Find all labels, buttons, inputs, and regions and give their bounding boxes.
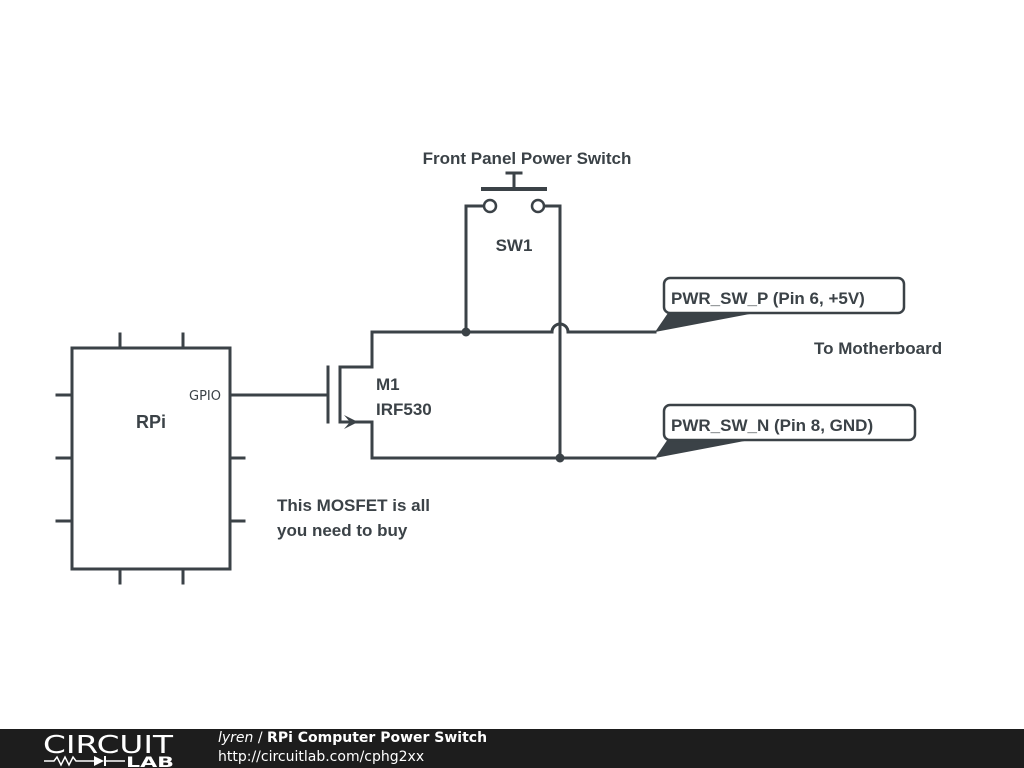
note-line-2: you need to buy bbox=[277, 521, 408, 540]
junction-dot-top bbox=[461, 327, 471, 337]
net-pwr-sw-p-wire bbox=[370, 322, 657, 334]
diode-icon bbox=[94, 756, 104, 766]
circuitlab-logo[interactable]: CIRCUIT LAB bbox=[42, 731, 177, 767]
gpio-pin-label: GPIO bbox=[189, 389, 221, 404]
net-label-p-pointer bbox=[655, 313, 755, 332]
net-label-n-text: PWR_SW_N (Pin 8, GND) bbox=[671, 416, 873, 435]
logo-text-bottom: LAB bbox=[126, 755, 174, 767]
rpi-block[interactable]: RPi GPIO bbox=[55, 332, 246, 585]
net-label-pwr-sw-p[interactable]: PWR_SW_P (Pin 6, +5V) bbox=[655, 276, 906, 332]
net-label-p-text: PWR_SW_P (Pin 6, +5V) bbox=[671, 289, 865, 308]
switch-sw1[interactable]: SW1 bbox=[464, 171, 562, 460]
schematic-canvas: RPi GPIO M1 IRF530 SW1 Front Panel Power… bbox=[55, 149, 942, 585]
net-label-p-box bbox=[662, 276, 906, 315]
resistor-icon bbox=[44, 755, 94, 767]
to-motherboard-annotation: To Motherboard bbox=[814, 339, 942, 358]
circuit-title: RPi Computer Power Switch bbox=[267, 730, 488, 746]
logo-text-top: CIRCUIT bbox=[43, 731, 174, 759]
switch-ref: SW1 bbox=[496, 236, 533, 255]
junction-dot-bottom bbox=[555, 453, 565, 463]
mosfet-m1[interactable]: M1 IRF530 bbox=[326, 330, 432, 460]
mosfet-arrow-icon bbox=[344, 415, 358, 429]
rpi-body bbox=[70, 346, 232, 571]
switch-contact-right-icon bbox=[530, 198, 546, 214]
mosfet-channel bbox=[338, 330, 374, 460]
rpi-label: RPi bbox=[136, 412, 166, 432]
net-label-n-pointer bbox=[655, 439, 755, 458]
footer-title-line: lyren / RPi Computer Power Switch bbox=[218, 730, 487, 746]
switch-left-lead bbox=[464, 204, 486, 334]
net-label-pwr-sw-n[interactable]: PWR_SW_N (Pin 8, GND) bbox=[655, 403, 917, 458]
mosfet-part: IRF530 bbox=[376, 400, 432, 419]
note-line-1: This MOSFET is all bbox=[277, 496, 430, 515]
circuit-url-link[interactable]: http://circuitlab.com/cphg2xx bbox=[218, 749, 425, 765]
switch-title: Front Panel Power Switch bbox=[423, 149, 632, 168]
title-separator: / bbox=[253, 730, 268, 746]
mosfet-ref: M1 bbox=[376, 375, 400, 394]
switch-contact-left-icon bbox=[482, 198, 498, 214]
switch-right-lead bbox=[542, 204, 562, 460]
net-label-n-box bbox=[662, 403, 917, 442]
author-link[interactable]: lyren bbox=[218, 730, 254, 746]
footer-bar: CIRCUIT LAB lyren / RPi Computer Power S… bbox=[0, 729, 1024, 768]
